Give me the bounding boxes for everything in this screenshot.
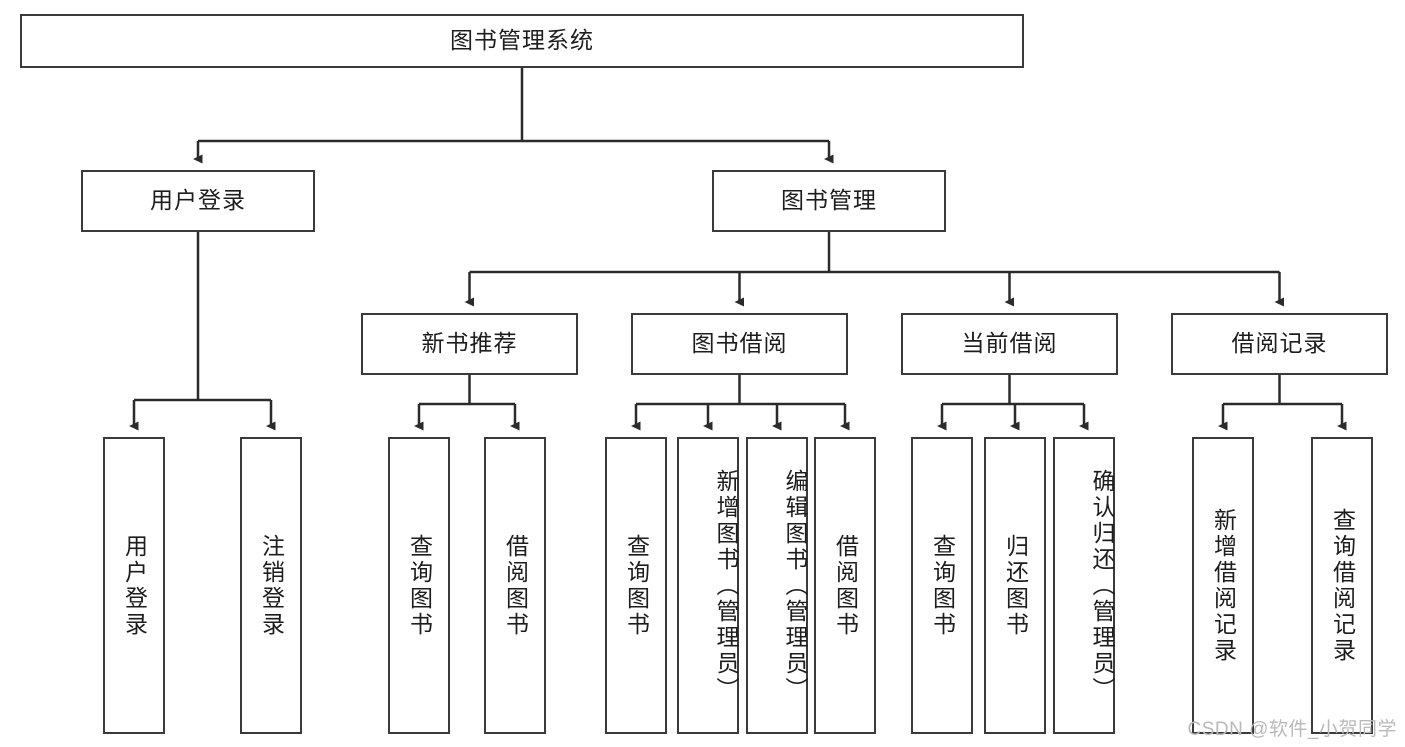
- node-leaf-query-book-1[interactable]: 查询图书: [388, 437, 450, 734]
- node-label: 查询图书: [929, 533, 956, 638]
- node-leaf-add-record[interactable]: 新增借阅记录: [1192, 437, 1254, 734]
- node-current-borrow[interactable]: 当前借阅: [901, 313, 1118, 375]
- node-leaf-logout[interactable]: 注销登录: [240, 437, 302, 734]
- node-leaf-edit-book[interactable]: 编辑图书（管理员）: [746, 437, 808, 734]
- node-user-login[interactable]: 用户登录: [81, 170, 315, 232]
- node-leaf-user-login[interactable]: 用户登录: [103, 437, 165, 734]
- node-book-borrow[interactable]: 图书借阅: [631, 313, 848, 375]
- node-label: 图书管理: [781, 187, 877, 214]
- node-leaf-query-record[interactable]: 查询借阅记录: [1311, 437, 1373, 734]
- node-leaf-borrow-book-2[interactable]: 借阅图书: [814, 437, 876, 734]
- node-label: 查询图书: [406, 533, 433, 638]
- node-label: 图书管理系统: [450, 27, 594, 54]
- node-label: 编辑图书（管理员）: [782, 468, 808, 703]
- node-label: 图书借阅: [691, 330, 788, 357]
- node-label: 新增图书（管理员）: [713, 468, 739, 703]
- node-label: 注销登录: [258, 533, 285, 638]
- node-label: 用户登录: [121, 533, 148, 638]
- node-label: 归还图书: [1002, 533, 1029, 638]
- node-label: 新增借阅记录: [1210, 507, 1237, 664]
- node-label: 当前借阅: [961, 330, 1058, 357]
- node-label: 用户登录: [150, 187, 246, 214]
- node-leaf-add-book[interactable]: 新增图书（管理员）: [677, 437, 739, 734]
- node-leaf-query-book-2[interactable]: 查询图书: [605, 437, 667, 734]
- node-leaf-query-book-3[interactable]: 查询图书: [911, 437, 973, 734]
- node-label: 借阅图书: [832, 533, 859, 638]
- node-borrow-record[interactable]: 借阅记录: [1171, 313, 1388, 375]
- node-leaf-return-book[interactable]: 归还图书: [984, 437, 1046, 734]
- node-label: 新书推荐: [421, 330, 518, 357]
- node-root[interactable]: 图书管理系统: [20, 14, 1024, 68]
- node-book-manage[interactable]: 图书管理: [712, 170, 946, 232]
- node-label: 查询借阅记录: [1329, 507, 1356, 664]
- node-label: 借阅记录: [1231, 330, 1328, 357]
- node-label: 查询图书: [623, 533, 650, 638]
- node-label: 借阅图书: [502, 533, 529, 638]
- node-label: 确认归还（管理员）: [1089, 468, 1115, 703]
- node-new-book-recommend[interactable]: 新书推荐: [361, 313, 578, 375]
- node-leaf-borrow-book-1[interactable]: 借阅图书: [484, 437, 546, 734]
- node-leaf-confirm-return[interactable]: 确认归还（管理员）: [1053, 437, 1115, 734]
